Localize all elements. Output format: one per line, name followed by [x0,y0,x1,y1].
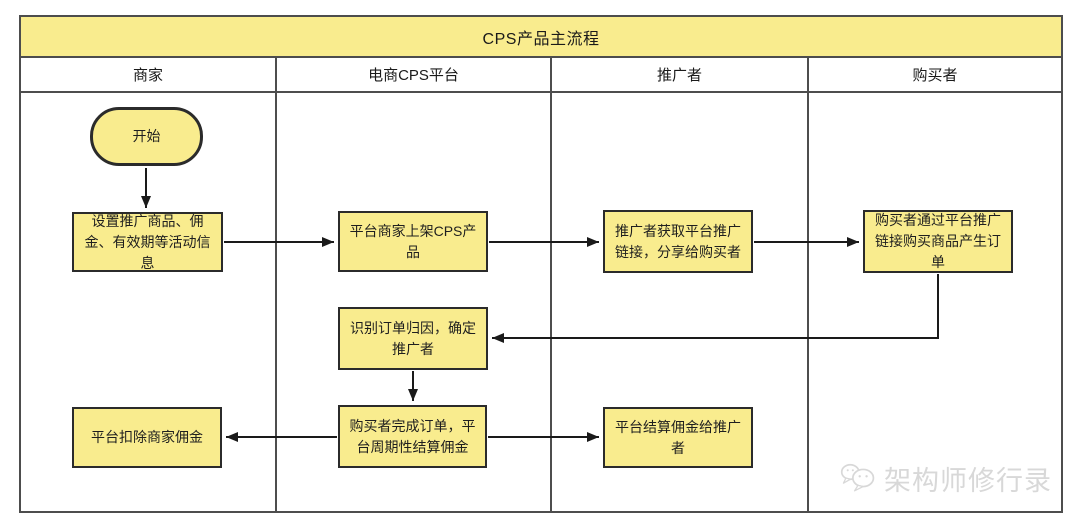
diagram-title: CPS产品主流程 [19,15,1063,58]
node-pay-promoter: 平台结算佣金给推广者 [603,407,753,468]
lane-header-buyer: 购买者 [912,67,958,84]
node-get-link: 推广者获取平台推广链接，分享给购买者 [603,210,753,273]
lane-divider-1 [275,58,277,513]
node-identify-attribution: 识别订单归因，确定推广者 [338,307,488,370]
lane-divider-2 [550,58,552,513]
node-list-products: 平台商家上架CPS产品 [338,211,488,272]
lane-header-merchant: 商家 [132,67,163,84]
lane-header-bottom-line [21,91,1061,93]
lane-header-promoter: 推广者 [656,67,702,84]
watermark: 架构师修行录 [840,455,1052,501]
node-settle-periodically: 购买者完成订单，平台周期性结算佣金 [338,405,487,468]
lane-header-platform: 电商CPS平台 [368,67,459,84]
node-deduct-commission: 平台扣除商家佣金 [72,407,222,468]
lane-divider-3 [807,58,809,513]
wechat-chat-bubbles-icon [840,463,875,492]
watermark-text: 架构师修行录 [884,465,1052,496]
node-start: 开始 [90,107,203,166]
node-set-promo: 设置推广商品、佣金、有效期等活动信息 [72,212,223,272]
node-buyer-order: 购买者通过平台推广链接购买商品产生订单 [863,210,1013,273]
